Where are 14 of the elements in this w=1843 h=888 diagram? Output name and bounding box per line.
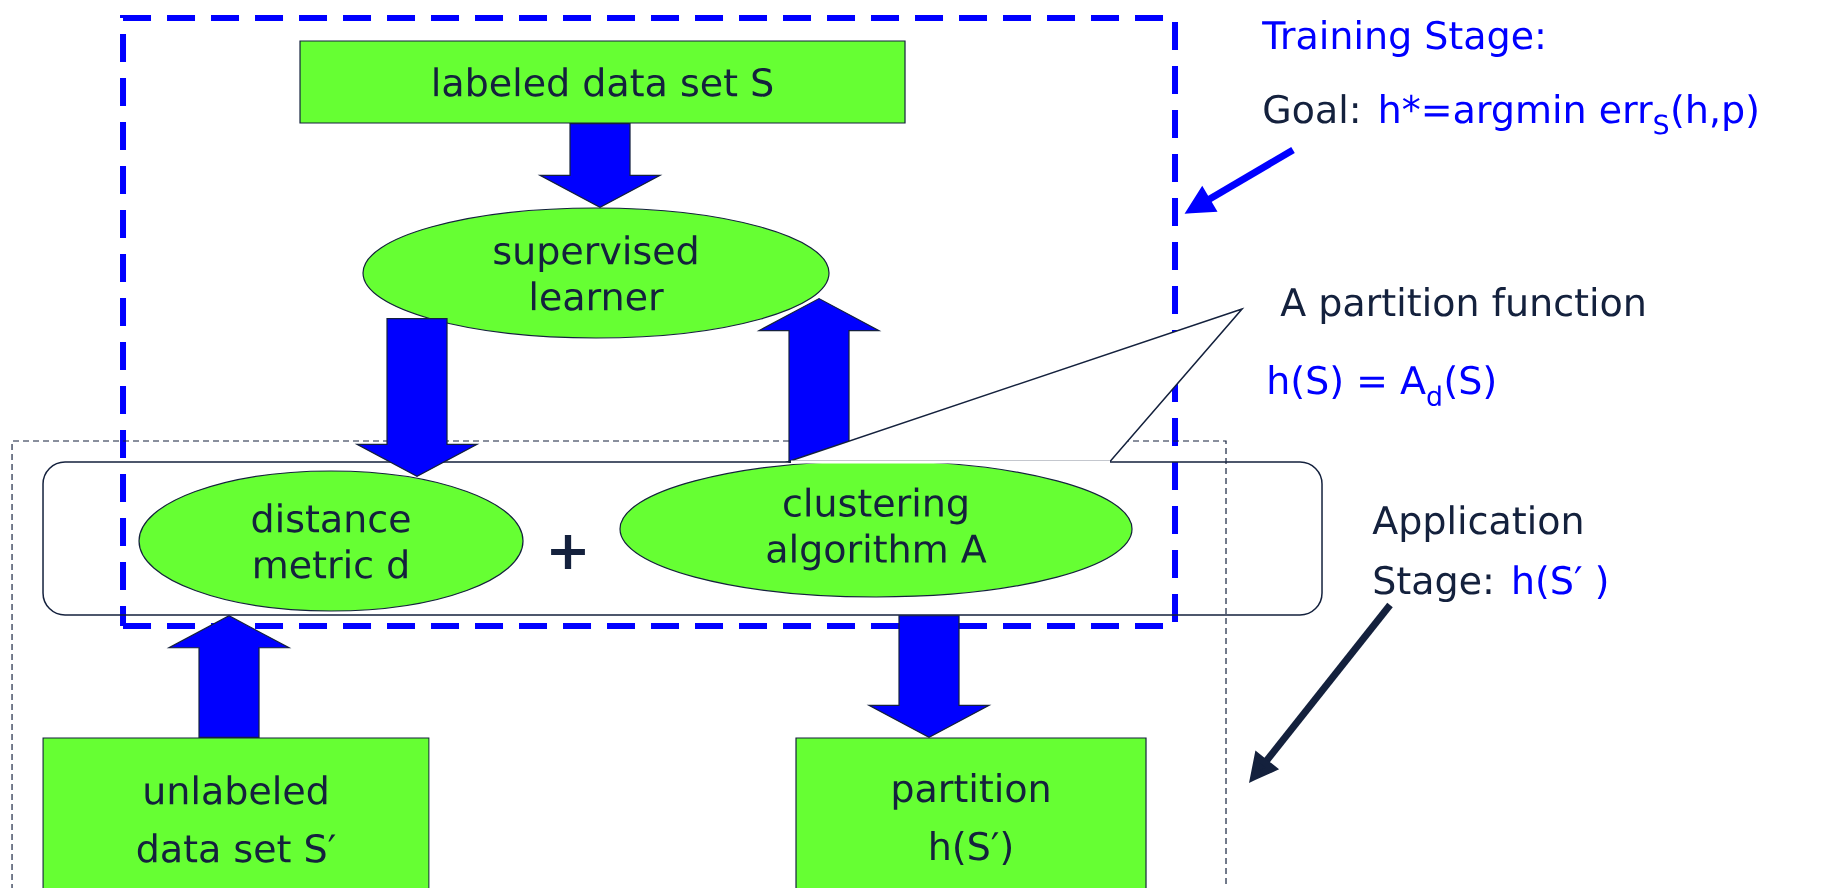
ellipse-node: supervised learner: [362, 207, 830, 339]
data-box: partition h(S′): [795, 737, 1147, 888]
block-arrow: [756, 297, 882, 463]
callout-text: Training Stage: Goal: h*=argmin err$_{S}$(h,p): [1262, 20, 1757, 135]
callout-text: A partition function h(S) = A$_{d}$(S): [1269, 287, 1644, 406]
block-arrow: [537, 123, 663, 209]
block-arrow: [354, 318, 480, 478]
plus-sign: +: [551, 535, 585, 569]
data-box: labeled data set S: [299, 40, 906, 124]
callout-text: Application Stage: h(S′ ): [1372, 505, 1607, 602]
dashed-stage-frame: [120, 15, 1178, 629]
data-box: unlabeled data set S′: [42, 737, 430, 888]
block-arrow: [166, 615, 292, 738]
block-arrow: [866, 615, 992, 739]
